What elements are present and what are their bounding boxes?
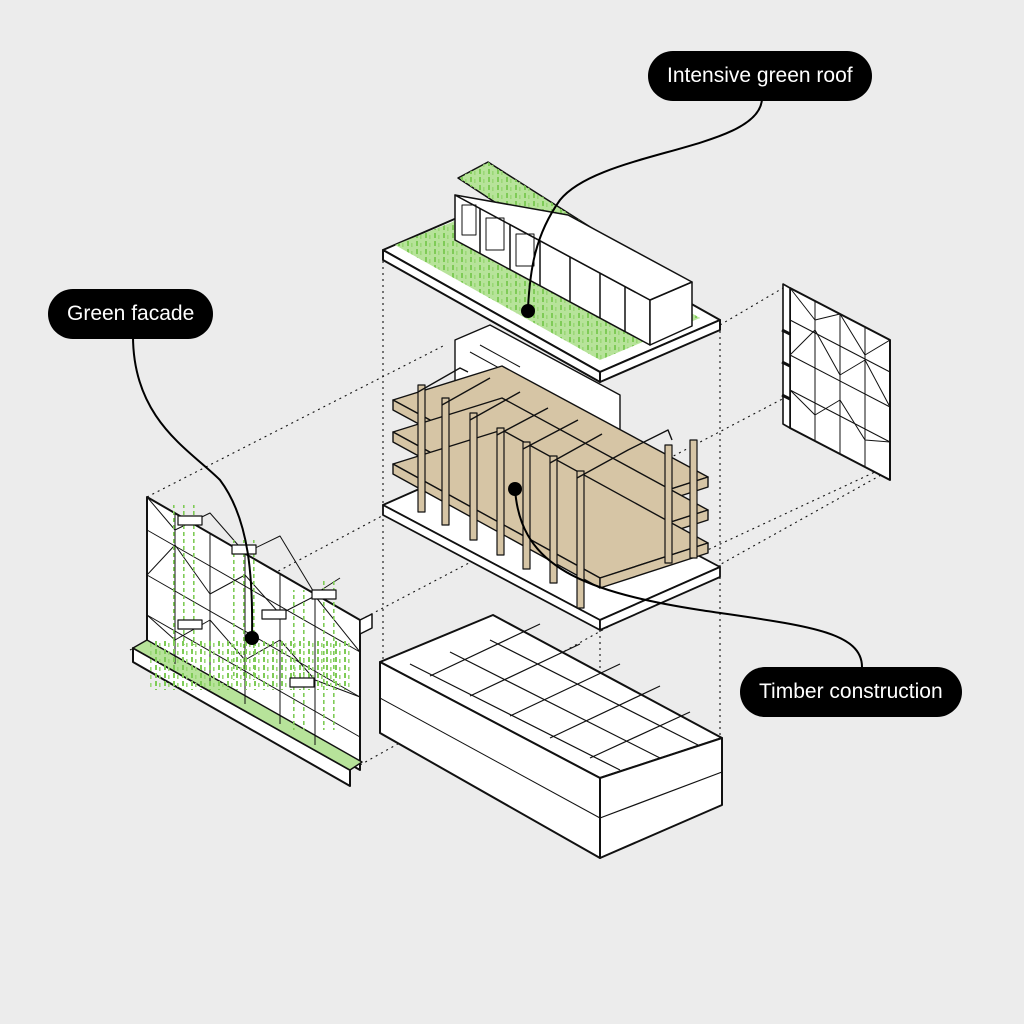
facade-planters (177, 515, 337, 688)
timber-leader-dot (508, 482, 522, 496)
facade-leader-dot (245, 631, 259, 645)
timber-leader-line (514, 488, 863, 668)
timber-frames (417, 367, 673, 479)
label-timber-construction: Timber construction (740, 667, 962, 717)
leader-lines (132, 97, 863, 668)
timber-structure-module (382, 324, 721, 631)
facade-leader-line (132, 335, 254, 639)
right-panel-brackets (781, 328, 791, 401)
foundation-module (379, 614, 723, 859)
green-roof-module (382, 161, 721, 383)
roof-leader-dot (521, 304, 535, 318)
foundation-side (599, 737, 723, 859)
roof-leader-line (527, 97, 763, 309)
right-facade-panel (781, 283, 891, 481)
label-green-facade: Green facade (48, 289, 214, 339)
facade-vines (150, 505, 350, 730)
foundation-grid (409, 623, 701, 771)
leader-dots (245, 304, 535, 645)
label-intensive-green-roof: Intensive green roof (648, 51, 872, 101)
rooftop-pavilions (454, 194, 693, 346)
timber-columns (417, 384, 698, 609)
roof-slab-edge-side (599, 319, 721, 383)
